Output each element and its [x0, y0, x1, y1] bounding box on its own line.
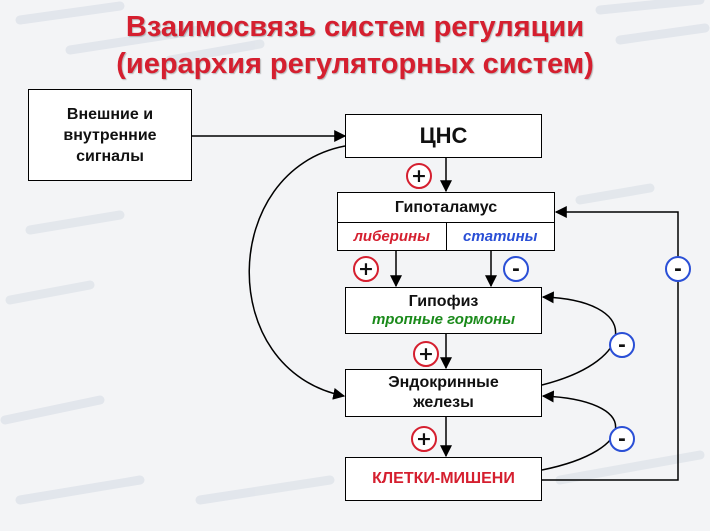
endocrine-line-2: железы: [413, 394, 474, 411]
hypothalamus-label: Гипоталамус: [338, 193, 554, 223]
arrow-cns-to-endocrine: [248, 145, 346, 400]
plus-endocrine-targets: +: [411, 426, 437, 452]
plus-liberins: +: [353, 256, 379, 282]
node-endocrine: Эндокринные железы: [345, 369, 542, 417]
tropic-hormones-label: тропные гормоны: [371, 311, 516, 328]
feedback-targets-to-endocrine: [541, 390, 617, 471]
signals-line-1: Внешние и: [66, 105, 154, 123]
node-hypothalamus: Гипоталамус либерины статины: [337, 192, 555, 251]
endocrine-line-1: Эндокринные: [388, 374, 499, 391]
hypothalamus-sub-row: либерины статины: [338, 223, 554, 251]
minus-statins: -: [503, 256, 529, 282]
title-line-1: Взаимосвязь систем регуляции: [125, 11, 585, 43]
node-targets: КЛЕТКИ-МИШЕНИ: [345, 457, 542, 501]
minus-feedback-pituitary: -: [609, 332, 635, 358]
statins-label: статины: [463, 228, 538, 245]
cns-label: ЦНС: [419, 123, 468, 148]
feedback-endocrine-to-pituitary: [541, 291, 617, 386]
node-signals: Внешние и внутренние сигналы: [28, 89, 192, 181]
signals-line-3: сигналы: [76, 147, 144, 165]
liberins-label: либерины: [338, 223, 447, 251]
plus-cns-hypothalamus: +: [406, 163, 432, 189]
pituitary-label: Гипофиз: [408, 293, 479, 310]
plus-pituitary-endocrine: +: [413, 341, 439, 367]
title-line-2: (иерархия регуляторных систем): [116, 48, 594, 80]
node-cns: ЦНС: [345, 114, 542, 158]
signals-line-2: внутренние: [63, 126, 157, 144]
targets-label: КЛЕТКИ-МИШЕНИ: [372, 470, 515, 487]
minus-feedback-hypothalamus: -: [665, 256, 691, 282]
minus-feedback-endocrine: -: [609, 426, 635, 452]
feedback-targets-to-hypothalamus: [542, 206, 679, 481]
node-pituitary: Гипофиз тропные гормоны: [345, 287, 542, 334]
